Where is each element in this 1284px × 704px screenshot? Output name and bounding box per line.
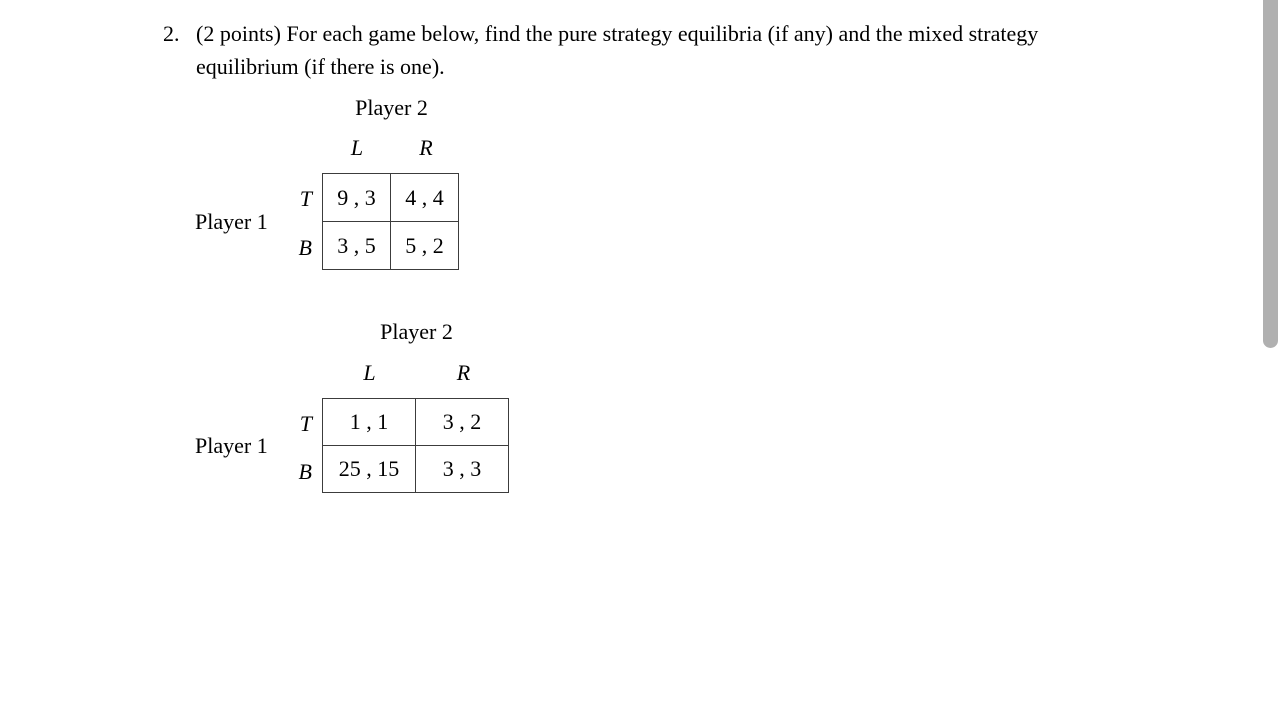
game2-cell-TR: 3 , 2 — [415, 398, 509, 446]
game2-column-player-label: Player 2 — [380, 319, 453, 344]
game2-cell-BL: 25 , 15 — [322, 445, 416, 493]
game1-cell-BL: 3 , 5 — [322, 221, 391, 270]
problem-statement: 2. (2 points) For each game below, find … — [163, 17, 1038, 83]
problem-number: 2. — [163, 21, 180, 46]
game2-cell-BR: 3 , 3 — [415, 445, 509, 493]
game2-col-label-R: R — [456, 360, 471, 385]
game2-row-label-B: B — [298, 459, 312, 484]
game2-row-label-T: T — [299, 411, 312, 436]
game1-cell-TL: 9 , 3 — [322, 173, 391, 222]
game1-payoff-matrix: 9 , 3 4 , 4 3 , 5 5 , 2 — [322, 173, 459, 270]
problem-text-line2: equilibrium (if there is one). — [196, 54, 445, 79]
game2-row-player-label: Player 1 — [195, 433, 268, 458]
game1-cell-BR: 5 , 2 — [390, 221, 459, 270]
scrollbar-thumb[interactable] — [1263, 0, 1278, 348]
game2-payoff-matrix: 1 , 1 3 , 2 25 , 15 3 , 3 — [322, 398, 509, 493]
game1-col-label-L: L — [350, 135, 364, 160]
game1-cell-TR: 4 , 4 — [390, 173, 459, 222]
game1-column-player-label: Player 2 — [355, 95, 428, 120]
game1-col-label-R: R — [419, 135, 433, 160]
game1-row-label-B: B — [298, 235, 312, 260]
game2-col-label-L: L — [363, 360, 376, 385]
game1-row-label-T: T — [299, 186, 312, 211]
game2-cell-TL: 1 , 1 — [322, 398, 416, 446]
game1-row-player-label: Player 1 — [195, 209, 268, 234]
problem-text-line1: (2 points) For each game below, find the… — [196, 21, 1039, 46]
